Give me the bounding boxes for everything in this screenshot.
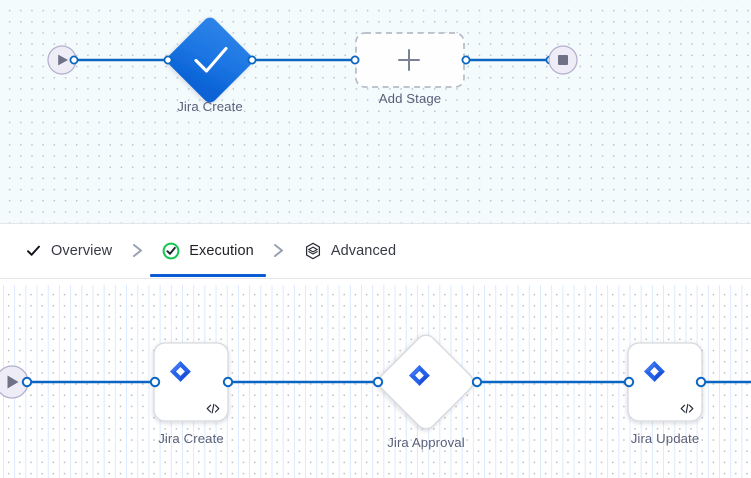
port-jira-update-out[interactable]: [695, 376, 707, 388]
pipeline-canvas-top[interactable]: Jira Create Add Stage: [0, 0, 751, 223]
port-add-stage-out[interactable]: [461, 55, 471, 65]
stop-icon: [558, 55, 568, 65]
tab-execution[interactable]: Execution: [150, 224, 266, 278]
stage-label-jira-create: Jira Create: [177, 99, 243, 114]
port-jira-create-out[interactable]: [222, 376, 234, 388]
stage-label-jira-approval: Jira Approval: [387, 435, 465, 450]
tab-overview-label: Overview: [51, 242, 113, 259]
layers-hexagon-icon: [304, 242, 322, 260]
stage-label-jira-update: Jira Update: [630, 431, 700, 446]
tab-advanced-label: Advanced: [330, 242, 397, 259]
tab-active-underline: [150, 273, 266, 277]
stage-node-jira-update[interactable]: [627, 342, 703, 422]
stage-node-jira-create[interactable]: [153, 342, 229, 422]
chevron-right-icon: [256, 224, 302, 278]
chevron-right-icon: [114, 224, 160, 278]
port-jira-approval-out[interactable]: [471, 376, 483, 388]
play-icon: [7, 375, 19, 389]
check-circle-icon: [162, 242, 180, 260]
end-node[interactable]: [548, 45, 578, 75]
tab-advanced[interactable]: Advanced: [302, 224, 398, 278]
port-jira-create-out[interactable]: [247, 55, 257, 65]
port-start-out[interactable]: [69, 55, 79, 65]
stage-detail-tabs: Overview Execution: [0, 223, 751, 279]
check-icon: [24, 242, 42, 260]
bottom-pipeline-graph: [0, 331, 751, 433]
stage-node-jira-create[interactable]: [165, 15, 256, 106]
port-jira-update-in[interactable]: [623, 376, 635, 388]
port-jira-create-in[interactable]: [163, 55, 173, 65]
tab-execution-label: Execution: [189, 242, 254, 259]
plus-icon: [398, 49, 420, 71]
stage-node-jira-approval[interactable]: [375, 331, 477, 433]
port-jira-approval-in[interactable]: [372, 376, 384, 388]
tab-overview[interactable]: Overview: [22, 224, 114, 278]
stage-label-jira-create: Jira Create: [158, 431, 224, 446]
add-stage-node[interactable]: [355, 32, 465, 88]
play-icon: [58, 54, 68, 66]
port-jira-create-in[interactable]: [149, 376, 161, 388]
top-pipeline-graph: [47, 15, 578, 106]
port-add-stage-in[interactable]: [350, 55, 360, 65]
check-icon: [194, 46, 228, 73]
pipeline-canvas-bottom[interactable]: Jira Create Jira Approval Jira Update: [0, 285, 751, 478]
port-start-out[interactable]: [21, 376, 33, 388]
add-stage-label: Add Stage: [378, 91, 442, 106]
